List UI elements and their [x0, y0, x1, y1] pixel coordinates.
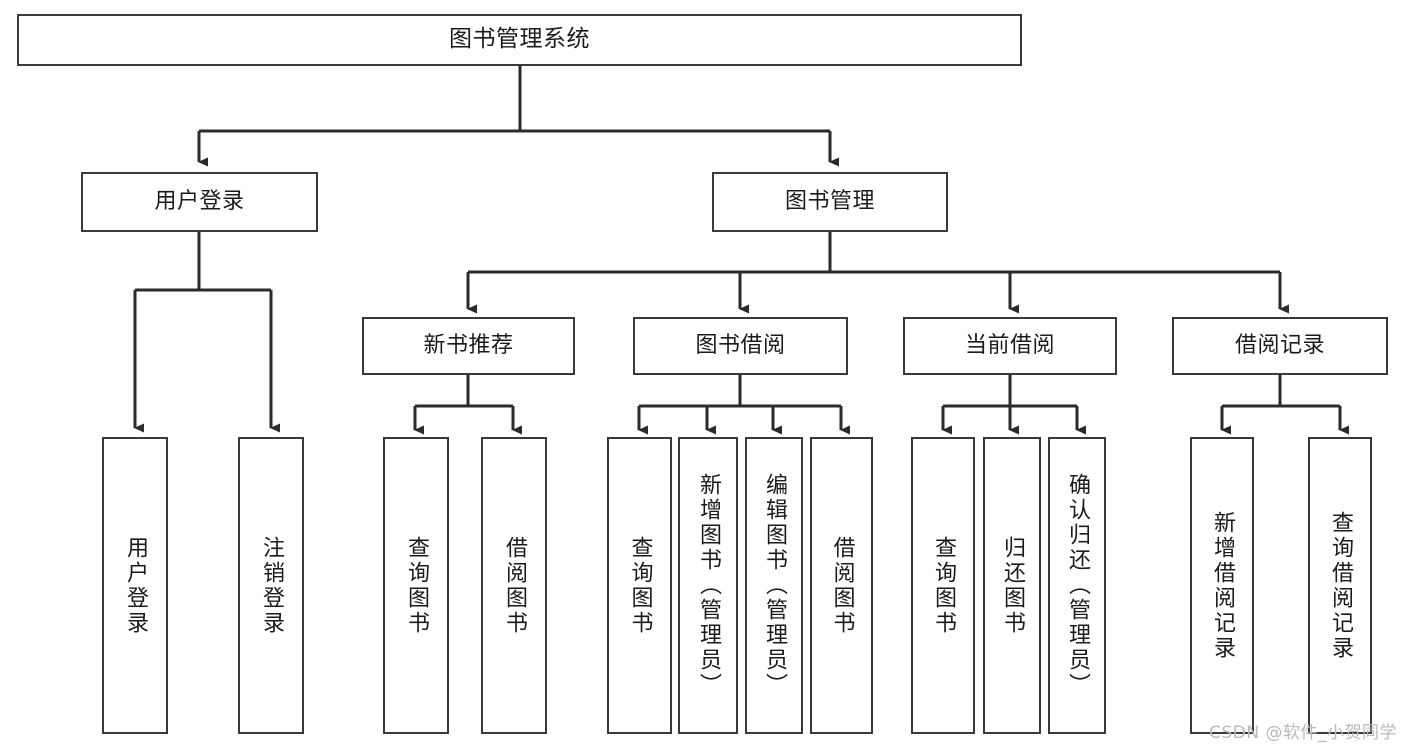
node-label: 查询图书	[404, 535, 429, 636]
node-label: 借阅记录	[1234, 332, 1325, 358]
node-book-borrow[interactable]: 图书借阅	[633, 317, 848, 375]
node-leaf-book-borrow-1[interactable]: 查询图书	[607, 437, 672, 734]
node-leaf-book-borrow-2[interactable]: 新增图书（管理员）	[678, 437, 738, 734]
node-leaf-current-borrow-1[interactable]: 查询图书	[911, 437, 975, 734]
node-label: 查询图书	[931, 535, 956, 636]
node-leaf-user-login-1[interactable]: 用户登录	[102, 437, 168, 734]
node-leaf-book-borrow-3[interactable]: 编辑图书（管理员）	[745, 437, 803, 734]
node-label: 图书借阅	[695, 332, 786, 358]
node-label: 注销登录	[259, 535, 284, 636]
node-label: 查询图书	[627, 535, 653, 636]
node-label: 借阅图书	[829, 535, 855, 636]
node-new-book-recommend[interactable]: 新书推荐	[362, 317, 575, 375]
node-label: 当前借阅	[964, 332, 1055, 358]
node-label: 图书管理系统	[449, 26, 590, 53]
node-leaf-new-book-2[interactable]: 借阅图书	[481, 437, 547, 734]
node-label: 用户登录	[154, 188, 245, 214]
node-user-login[interactable]: 用户登录	[81, 172, 318, 232]
node-borrow-record[interactable]: 借阅记录	[1172, 317, 1388, 375]
node-leaf-current-borrow-2[interactable]: 归还图书	[983, 437, 1041, 734]
node-leaf-borrow-record-2[interactable]: 查询借阅记录	[1308, 437, 1372, 734]
node-label: 借阅图书	[502, 535, 527, 636]
node-leaf-current-borrow-3[interactable]: 确认归还（管理员）	[1048, 437, 1106, 734]
node-label: 归还图书	[1000, 535, 1025, 636]
node-label: 确认归还（管理员）	[1065, 473, 1090, 698]
node-label: 编辑图书（管理员）	[762, 473, 787, 698]
node-current-borrow[interactable]: 当前借阅	[903, 317, 1117, 375]
node-leaf-user-login-2[interactable]: 注销登录	[238, 437, 304, 734]
node-root-book-management-system[interactable]: 图书管理系统	[17, 14, 1022, 66]
node-label: 用户登录	[123, 535, 148, 636]
watermark-text: CSDN @软件_小贺同学	[1209, 723, 1397, 743]
node-label: 新增图书（管理员）	[696, 473, 721, 698]
node-leaf-new-book-1[interactable]: 查询图书	[383, 437, 449, 734]
node-leaf-borrow-record-1[interactable]: 新增借阅记录	[1190, 437, 1254, 734]
node-label: 查询借阅记录	[1328, 510, 1353, 661]
node-leaf-book-borrow-4[interactable]: 借阅图书	[810, 437, 873, 734]
node-label: 新增借阅记录	[1210, 510, 1235, 661]
node-label: 图书管理	[784, 188, 875, 214]
node-book-management[interactable]: 图书管理	[712, 172, 948, 232]
node-label: 新书推荐	[423, 332, 514, 358]
